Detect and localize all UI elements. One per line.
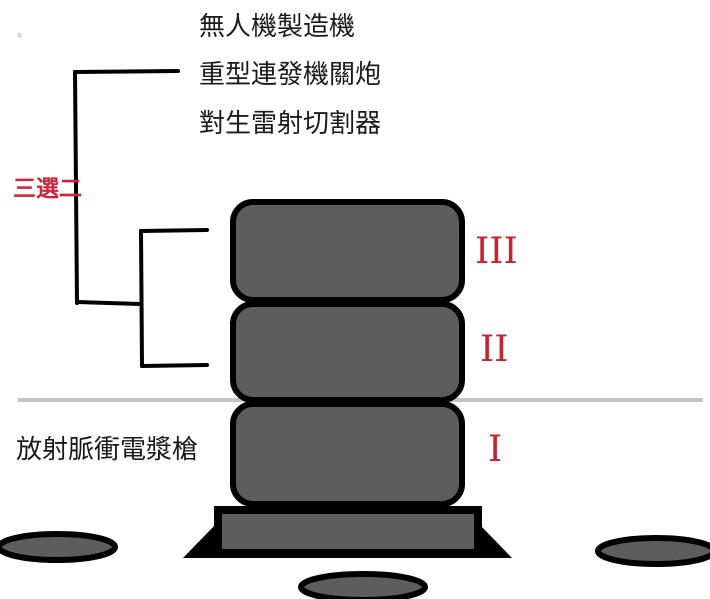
- slot-block-3: [230, 199, 465, 303]
- ground-disc-left: [0, 531, 118, 563]
- ground-disc-bottom: [298, 571, 428, 599]
- stray-mark: 。: [17, 25, 30, 39]
- slot-block-2: [230, 301, 465, 403]
- level-label-2: II: [480, 329, 509, 370]
- slot-block-1: [230, 401, 465, 507]
- option-label-1: 無人機製造機: [199, 12, 356, 42]
- option-label-3: 對生雷射切割器: [199, 109, 382, 139]
- option-label-2: 重型連發機關炮: [199, 60, 382, 90]
- ground-disc-right: [595, 535, 710, 567]
- base-weapon-label: 放射脈衝電漿槍: [16, 435, 199, 465]
- level-label-3: III: [475, 231, 518, 272]
- base-stand: [183, 506, 512, 558]
- selection-bracket: [73, 69, 180, 306]
- choose-two-label: 三選二: [13, 176, 82, 202]
- slot-bracket: [139, 228, 209, 368]
- level-label-1: I: [488, 429, 503, 470]
